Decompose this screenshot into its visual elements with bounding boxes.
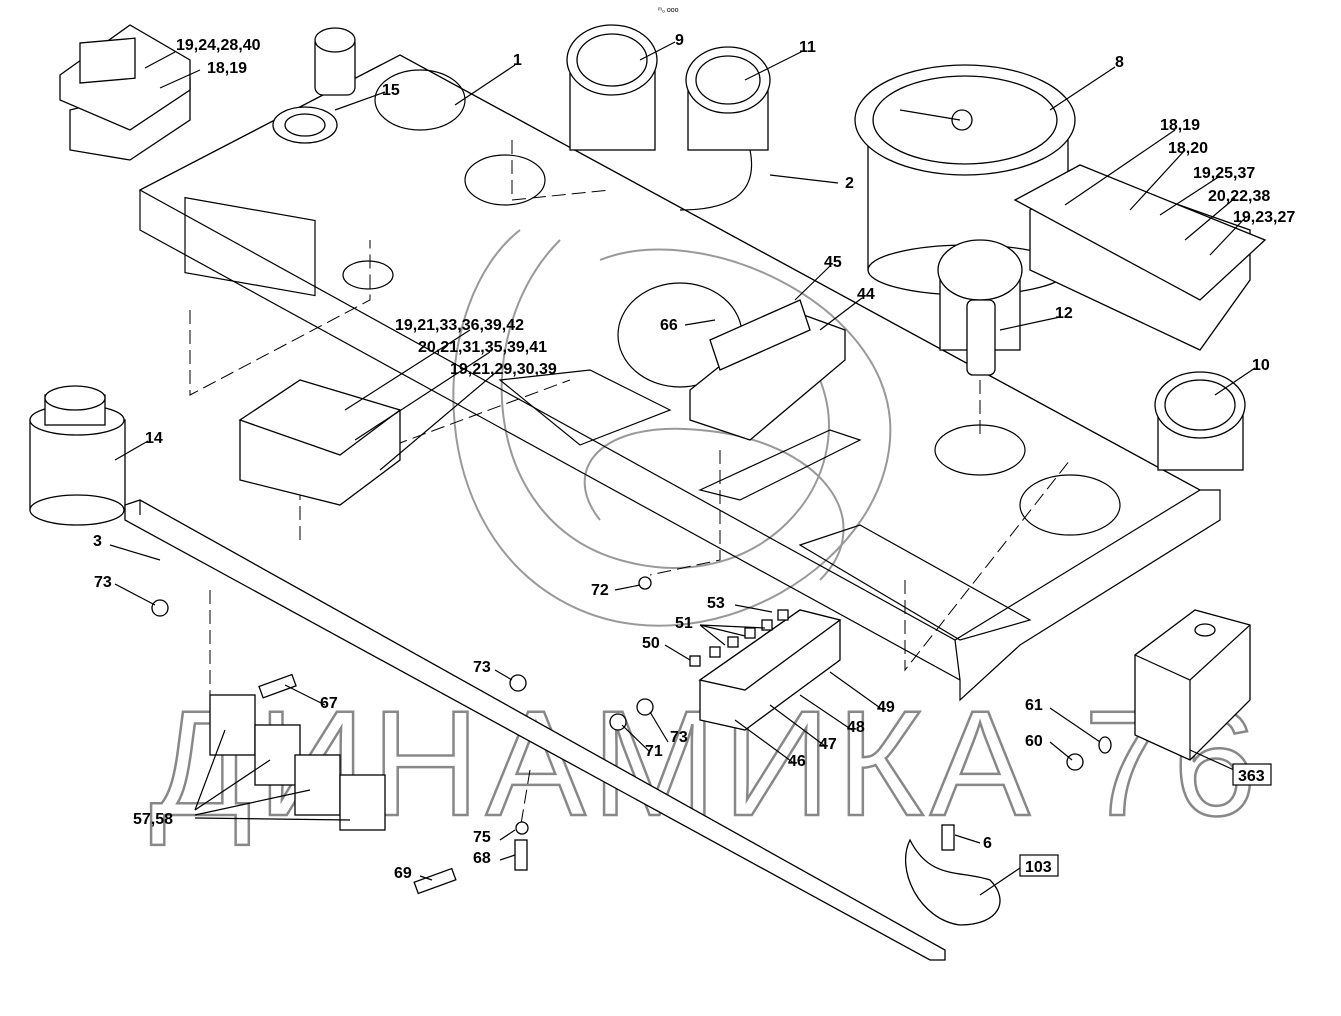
- label: 363: [1238, 768, 1265, 785]
- label: 66: [660, 317, 678, 334]
- label: 3: [93, 533, 102, 550]
- label: 45: [824, 254, 842, 271]
- valve-block-363: [1134, 609, 1251, 761]
- rocker-switch-bank-right: [1013, 164, 1267, 351]
- label: 20,21,31,35,39,41: [418, 339, 547, 356]
- label: 2: [845, 175, 854, 192]
- relay-block-44: [689, 299, 846, 441]
- label: 15: [382, 82, 400, 99]
- gauge-11: [685, 46, 771, 151]
- label: 72: [591, 582, 609, 599]
- label: 19,25,37: [1193, 165, 1255, 182]
- label: 73: [94, 574, 112, 591]
- label: 47: [819, 736, 837, 753]
- label: 19,23,27: [1233, 209, 1295, 226]
- label: 19,24,28,40: [176, 37, 261, 54]
- label: 19,21,33,36,39,42: [395, 317, 524, 334]
- label: 49: [877, 699, 895, 716]
- socket-15: [272, 27, 356, 144]
- label: 71: [645, 743, 663, 760]
- fuse-block: [689, 609, 842, 731]
- label: 12: [1055, 305, 1073, 322]
- label: 6: [983, 835, 992, 852]
- rocker-switch-double: [59, 24, 191, 161]
- rocker-switch-triple: [238, 379, 402, 506]
- header-note: ᵐ₀ ooo: [658, 7, 679, 14]
- sensor-103: [905, 838, 1001, 926]
- label: 48: [847, 719, 865, 736]
- label: 51: [675, 615, 693, 632]
- gauge-10: [1154, 371, 1246, 471]
- label: 73: [670, 729, 688, 746]
- gauge-9: [566, 24, 658, 151]
- fuses: [689, 609, 789, 667]
- label: 103: [1025, 859, 1052, 876]
- label: 1: [513, 52, 522, 69]
- label: 20,22,38: [1208, 188, 1270, 205]
- label: 9: [675, 32, 684, 49]
- label: 46: [788, 753, 806, 770]
- relays-57-58: [209, 694, 386, 831]
- box-103: [1019, 854, 1059, 877]
- label: 11: [799, 39, 816, 56]
- label: 60: [1025, 733, 1043, 750]
- mounting-rail-3: [124, 499, 946, 961]
- label: 8: [1115, 54, 1124, 71]
- watermark-logo: [452, 229, 892, 627]
- label: 68: [473, 850, 491, 867]
- cable-2: [679, 149, 753, 211]
- label: 10: [1252, 357, 1270, 374]
- gauge-12: [937, 239, 1023, 376]
- label: 57,58: [133, 811, 173, 828]
- label: 18,20: [1168, 140, 1208, 157]
- label: 50: [642, 635, 660, 652]
- label: 18,19: [207, 60, 247, 77]
- leader-lines: [109, 41, 1256, 896]
- ignition-switch-14: [29, 385, 126, 526]
- fasteners: [151, 576, 1112, 895]
- label: 69: [394, 865, 412, 882]
- label: 44: [857, 286, 875, 303]
- label: 61: [1025, 697, 1043, 714]
- label: 73: [473, 659, 491, 676]
- callout-labels: ᵐ₀ ooo 19,24,28,40 18,19 15 1 9 11 8 2 1…: [93, 7, 1295, 882]
- label: 14: [145, 430, 163, 447]
- label: 18,19: [1160, 117, 1200, 134]
- label: 67: [320, 695, 338, 712]
- label: 19,21,29,30,39: [450, 361, 557, 378]
- label: 75: [473, 829, 491, 846]
- box-363: [1232, 763, 1272, 786]
- label: 53: [707, 595, 725, 612]
